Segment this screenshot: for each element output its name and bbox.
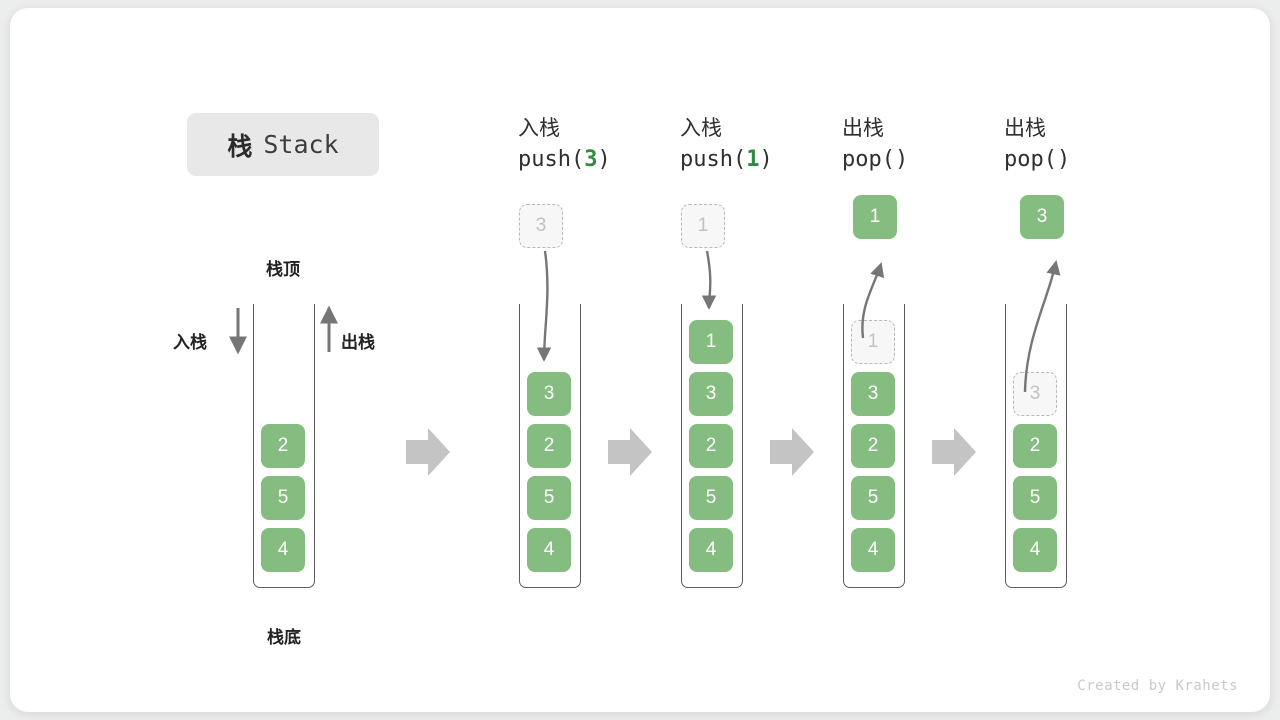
code-suffix: ) [759, 147, 773, 172]
stack-cell: 3 [527, 372, 571, 416]
step-header-3: 出栈 pop() [842, 114, 908, 176]
floating-box-2: 1 [681, 204, 725, 248]
stack-cell: 2 [1013, 424, 1057, 468]
push-label: 入栈 [173, 333, 207, 352]
step-code: push(1) [680, 144, 773, 176]
stack-cell: 1 [851, 320, 895, 364]
step-title-cn: 出栈 [842, 117, 884, 140]
step-header-4: 出栈 pop() [1004, 114, 1070, 176]
stack-cell: 4 [527, 528, 571, 572]
transition-arrow-icon [608, 428, 652, 476]
pop-label: 出栈 [341, 333, 375, 352]
stack-container-2 [681, 304, 743, 588]
floating-box-1: 3 [519, 204, 563, 248]
title-cn: 栈 [227, 132, 254, 161]
code-suffix: ) [597, 147, 611, 172]
stack-cell: 4 [851, 528, 895, 572]
code-prefix: push( [680, 147, 747, 172]
stack-cell: 3 [689, 372, 733, 416]
floating-box-3: 1 [853, 195, 897, 239]
transition-arrow-icon [406, 428, 450, 476]
stack-cell: 2 [261, 424, 305, 468]
stack-cell: 5 [527, 476, 571, 520]
stack-cell: 1 [689, 320, 733, 364]
diagram-card: 栈 Stack 栈顶 栈底 入栈 出栈 2 5 4 入栈 push(3) 3 3… [10, 8, 1270, 712]
title-en: Stack [263, 130, 339, 159]
stack-cell: 3 [851, 372, 895, 416]
stack-cell: 4 [261, 528, 305, 572]
step-title-cn: 入栈 [518, 117, 560, 140]
step-code: pop() [1004, 144, 1070, 176]
push-flow-arrow-2 [701, 250, 717, 310]
title-badge: 栈 Stack [187, 113, 379, 176]
stack-container-4 [1005, 304, 1067, 588]
code-suffix: ) [1056, 147, 1071, 172]
stack-cell: 5 [261, 476, 305, 520]
stack-cell: 4 [689, 528, 733, 572]
stack-cell: 4 [1013, 528, 1057, 572]
floating-box-4: 3 [1020, 195, 1064, 239]
stack-top-label: 栈顶 [266, 260, 300, 279]
stack-cell: 2 [851, 424, 895, 468]
stack-cell: 2 [689, 424, 733, 468]
code-arg: 3 [584, 147, 598, 172]
stack-bottom-label: 栈底 [267, 628, 301, 647]
stack-cell: 5 [1013, 476, 1057, 520]
step-code: push(3) [518, 144, 611, 176]
transition-arrow-icon [770, 428, 814, 476]
stack-cell: 3 [1013, 372, 1057, 416]
code-prefix: pop( [1004, 147, 1057, 172]
stack-cell: 5 [689, 476, 733, 520]
transition-arrow-icon [932, 428, 976, 476]
stack-cell: 5 [851, 476, 895, 520]
stack-container-3 [843, 304, 905, 588]
stack-container-initial [253, 304, 315, 588]
step-header-1: 入栈 push(3) [518, 114, 611, 176]
diagram-stage: 栈 Stack 栈顶 栈底 入栈 出栈 2 5 4 入栈 push(3) 3 3… [10, 8, 1270, 712]
code-arg: 1 [746, 147, 760, 172]
step-code: pop() [842, 144, 908, 176]
code-suffix: ) [894, 147, 909, 172]
step-header-2: 入栈 push(1) [680, 114, 773, 176]
stack-cell: 2 [527, 424, 571, 468]
step-title-cn: 入栈 [680, 117, 722, 140]
credit-footer: Created by Krahets [1077, 678, 1238, 694]
stack-container-1 [519, 304, 581, 588]
step-title-cn: 出栈 [1004, 117, 1046, 140]
code-prefix: pop( [842, 147, 895, 172]
code-prefix: push( [518, 147, 585, 172]
